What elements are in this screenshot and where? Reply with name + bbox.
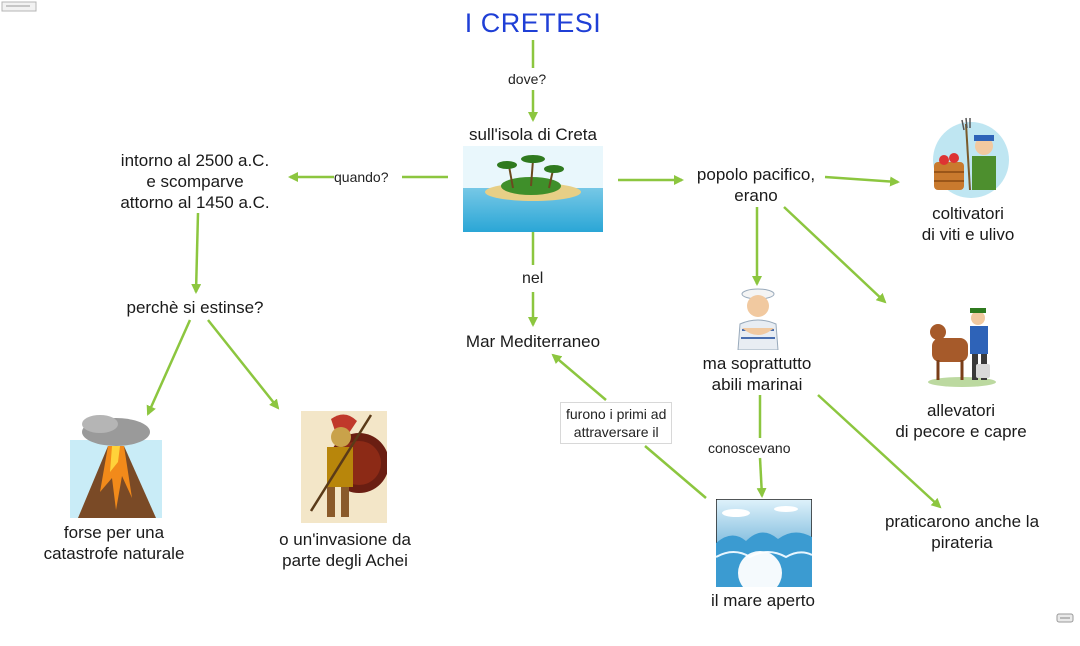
link-label-nel: nel [522,270,544,288]
link-label-furono: furono i primi ad attraversare il [560,402,673,444]
link-label-quando: quando? [334,168,389,186]
node-invasione-line1: o un'invasione da [279,530,411,549]
cow-farmer-illustration [928,308,996,387]
arrow-conoscevano-to-mare [756,457,767,498]
node-invasione: o un'invasione da parte degli Achei [279,529,411,571]
arrow-popolo-to-allevatori [783,206,887,304]
node-catastrofe: forse per una catastrofe naturale [44,522,185,564]
node-popolo-line1: popolo pacifico, [696,165,816,184]
open-sea-illustration [716,499,812,587]
node-catastrofe-line1: forse per una [63,523,165,542]
node-quando-line2: e scomparve [146,172,244,191]
node-quando-line1: intorno al 2500 a.C. [120,151,270,170]
island-illustration [463,146,603,232]
corner-toolbar-icon[interactable] [0,0,44,14]
corner-link-icon[interactable] [1056,612,1074,624]
arrow-popolo-to-coltivatori [824,175,900,187]
link-label-furono-line2: attraversare il [573,424,659,440]
node-coltivatori-line1: coltivatori [932,204,1004,223]
sailor-illustration [737,288,779,350]
node-allevatori: allevatori di pecore e capre [895,400,1026,442]
node-marinai-line1: ma soprattutto [702,354,812,373]
node-catastrofe-line2: catastrofe naturale [43,544,185,563]
link-label-conoscevano: conoscevano [708,439,791,457]
node-estinse: perchè si estinse? [126,298,264,317]
node-popolo: popolo pacifico, erano [697,164,815,206]
node-allevatori-line1: allevatori [926,401,996,420]
node-pirateria: praticarono anche la pirateria [885,511,1039,553]
arrow-estinse-to-catastrofe [146,319,192,416]
node-popolo-line2: erano [734,186,778,205]
node-coltivatori: coltivatori di viti e ulivo [922,203,1015,245]
arrow-date-to-estinse [191,212,202,294]
node-isola: sull'isola di Creta [469,125,597,144]
node-quando-line3: attorno al 1450 a.C. [120,193,270,212]
farmer-illustration [933,117,1009,198]
node-invasione-line2: parte degli Achei [282,551,408,570]
volcano-illustration [70,415,162,518]
node-pirateria-line1: praticarono anche la [884,512,1040,531]
link-label-furono-line1: furono i primi ad [566,406,667,422]
node-marinai-line2: abili marinai [711,375,803,394]
arrow-estinse-to-invasione [207,319,280,410]
node-pirateria-line2: pirateria [931,533,993,552]
node-allevatori-line2: di pecore e capre [895,422,1027,441]
node-marinai: ma soprattutto abili marinai [703,353,812,395]
node-mediterraneo: Mar Mediterraneo [465,332,601,351]
warrior-illustration [301,411,387,523]
arrow-furono-to-mediterraneo [551,353,607,401]
node-coltivatori-line2: di viti e ulivo [921,225,1015,244]
node-quando-date: intorno al 2500 a.C. e scomparve attorno… [120,150,269,213]
arrow-mare-to-furono [644,445,707,499]
node-mare: il mare aperto [711,591,815,610]
arrow-marinai-to-pirateria [817,394,942,509]
map-title: I CRETESI [464,8,602,38]
link-label-dove: dove? [508,70,547,88]
